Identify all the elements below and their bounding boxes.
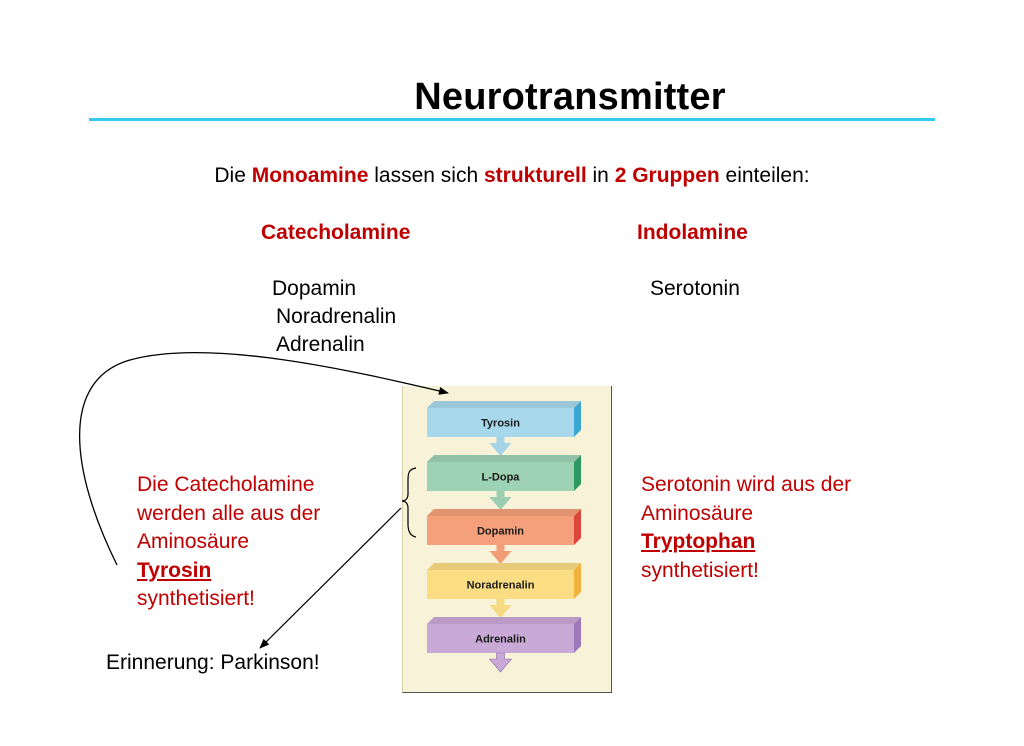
pathway-step-l-dopa: L-Dopa bbox=[427, 455, 581, 510]
intro-sentence: Die Monoamine lassen sich strukturell in… bbox=[0, 164, 1024, 188]
heading-indolamine: Indolamine bbox=[637, 221, 748, 244]
pathway-step-noradrenalin: Noradrenalin bbox=[427, 563, 581, 618]
step-label-dopamin: Dopamin bbox=[477, 526, 524, 538]
pathway-step-adrenalin: Adrenalin bbox=[427, 617, 581, 673]
step-top-face bbox=[427, 455, 581, 462]
step-down-arrow bbox=[489, 491, 512, 510]
title-underline bbox=[89, 118, 935, 121]
keyword-strukturell: strukturell bbox=[483, 164, 587, 187]
note-line: Aminosäure bbox=[137, 530, 250, 553]
step-down-arrow bbox=[489, 599, 512, 618]
serotonin-note: Serotonin wird aus der Aminosäure Trypto… bbox=[641, 471, 851, 585]
intro-text-1: Die bbox=[214, 164, 252, 187]
step-label-tyrosin: Tyrosin bbox=[481, 418, 520, 430]
catecholamine-item-noradrenalin: Noradrenalin bbox=[276, 305, 397, 328]
catecholamine-item-adrenalin: Adrenalin bbox=[276, 333, 365, 356]
amino-acid-tryptophan: Tryptophan bbox=[641, 530, 756, 553]
pathway-steps: TyrosinL-DopaDopaminNoradrenalinAdrenali… bbox=[427, 401, 581, 673]
intro-text-3: in bbox=[586, 164, 615, 187]
catecholamine-note: Die Catecholamine werden alle aus der Am… bbox=[137, 471, 320, 614]
note-line: synthetisiert! bbox=[137, 587, 255, 610]
step-top-face bbox=[427, 617, 581, 624]
indolamine-item-serotonin: Serotonin bbox=[650, 277, 740, 300]
step-side-face bbox=[574, 401, 581, 437]
pathway-step-tyrosin: Tyrosin bbox=[427, 401, 581, 456]
step-front-face bbox=[427, 408, 574, 437]
tyrosin-curve-arrow bbox=[79, 352, 449, 566]
catecholamine-item-dopamin: Dopamin bbox=[272, 277, 357, 300]
note-line: Die Catecholamine bbox=[137, 473, 315, 496]
step-down-arrow bbox=[489, 545, 512, 564]
step-top-face bbox=[427, 509, 581, 516]
step-down-arrow bbox=[489, 437, 512, 456]
page-title: Neurotransmitter bbox=[414, 76, 726, 118]
step-front-face bbox=[427, 462, 574, 491]
step-side-face bbox=[574, 455, 581, 491]
parkinson-pointer-arrow bbox=[259, 507, 402, 649]
intro-text-4: einteilen: bbox=[719, 164, 810, 187]
keyword-2-gruppen: 2 Gruppen bbox=[614, 164, 720, 187]
heading-catecholamine: Catecholamine bbox=[261, 221, 411, 244]
note-line: synthetisiert! bbox=[641, 558, 759, 582]
intro-text-2: lassen sich bbox=[368, 164, 484, 187]
step-side-face bbox=[574, 617, 581, 653]
amino-acid-tyrosin: Tyrosin bbox=[137, 558, 212, 582]
step-top-face bbox=[427, 401, 581, 408]
pathway-step-dopamin: Dopamin bbox=[427, 509, 581, 564]
step-side-face bbox=[574, 563, 581, 599]
note-line: werden alle aus der bbox=[137, 501, 321, 525]
parkinson-reminder: Erinnerung: Parkinson! bbox=[106, 651, 320, 674]
keyword-monoamine: Monoamine bbox=[251, 164, 369, 187]
note-line: Aminosäure bbox=[641, 501, 754, 525]
step-down-arrow bbox=[488, 652, 513, 673]
step-label-adrenalin: Adrenalin bbox=[475, 634, 526, 646]
brace-bracket bbox=[401, 467, 417, 538]
step-top-face bbox=[427, 563, 581, 570]
step-side-face bbox=[574, 509, 581, 545]
step-front-face bbox=[427, 570, 574, 599]
step-front-face bbox=[427, 516, 574, 545]
note-line: Serotonin wird aus der bbox=[641, 473, 852, 496]
step-label-l-dopa: L-Dopa bbox=[482, 472, 521, 484]
step-label-noradrenalin: Noradrenalin bbox=[467, 580, 535, 592]
step-front-face bbox=[427, 624, 574, 653]
